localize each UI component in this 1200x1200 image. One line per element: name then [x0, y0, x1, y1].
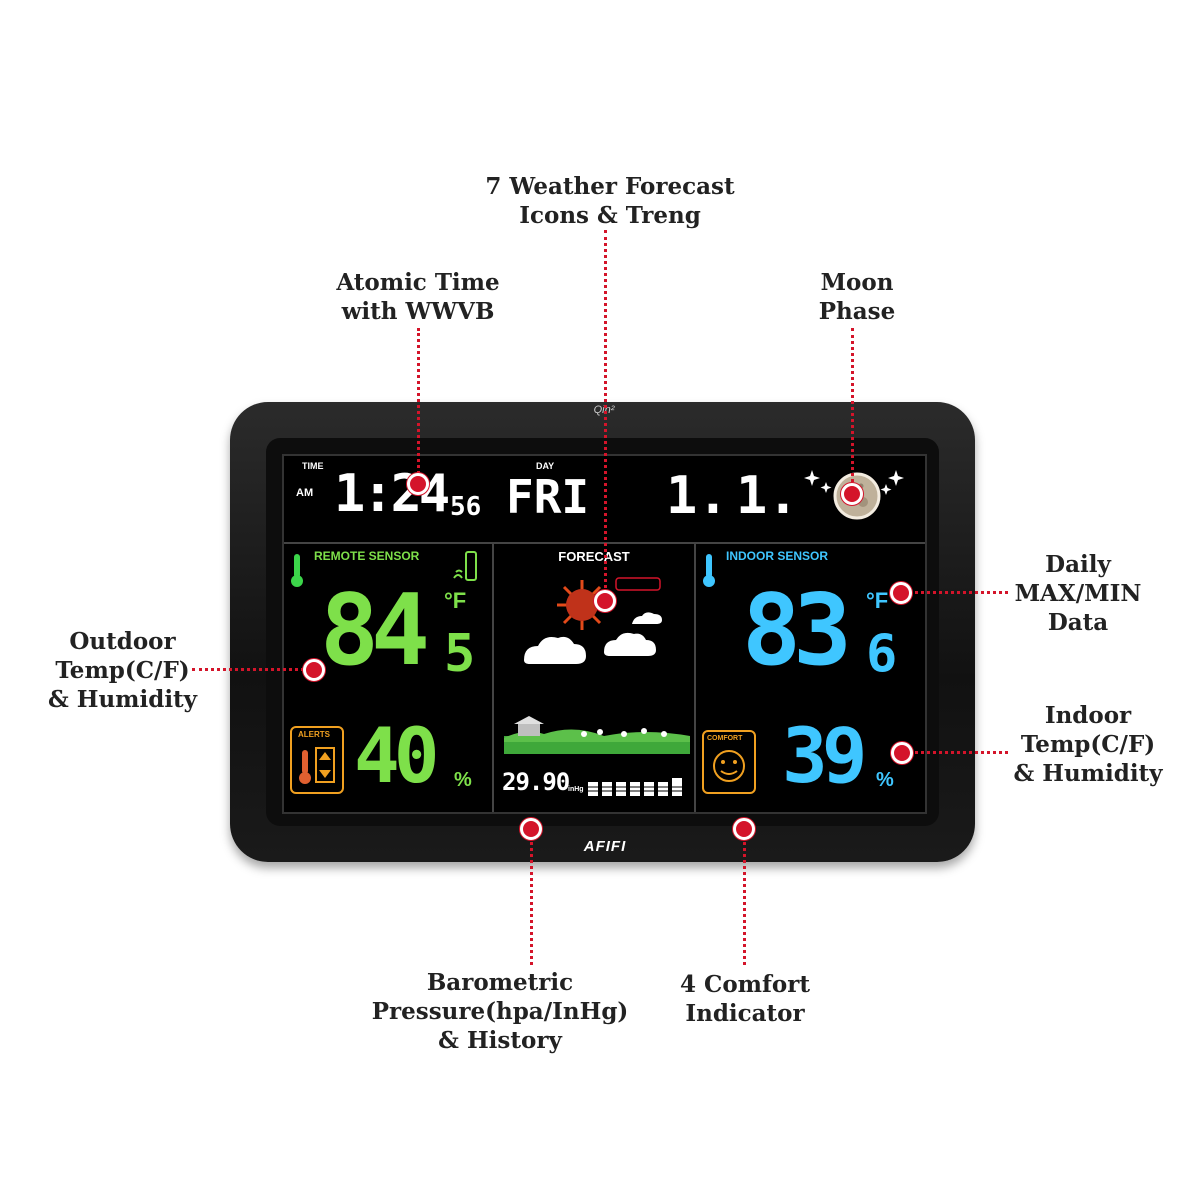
remote-humidity: 40 — [354, 711, 439, 800]
comfort-face-icon — [713, 750, 745, 782]
marker-comfort — [733, 818, 755, 840]
marker-outdoor — [303, 659, 325, 681]
leader-atomic-time — [417, 328, 420, 480]
remote-thermometer-icon — [291, 554, 303, 587]
callout-moon-line1: Moon — [820, 269, 894, 296]
leader-forecast — [604, 230, 607, 594]
leader-comfort — [743, 830, 746, 965]
indoor-sensor-label: INDOOR SENSOR — [726, 549, 829, 563]
pressure-history-bars — [586, 778, 686, 796]
marker-forecast — [594, 590, 616, 612]
pressure-unit: inHg — [568, 786, 584, 793]
date-month: 1. — [666, 466, 729, 526]
callout-comfort-line1: 4 Comfort — [680, 971, 810, 998]
callout-forecast-line2: Icons & Treng — [519, 202, 701, 229]
remote-temperature-unit: °F — [444, 588, 467, 613]
pressure-value: 29.90 — [502, 768, 570, 796]
remote-temperature: 84 — [320, 574, 430, 688]
marker-pressure — [520, 818, 542, 840]
comfort-label: COMFORT — [707, 735, 743, 742]
callout-atomic-time: Atomic Time with WWVB — [318, 268, 518, 326]
forecast-weather-icon — [524, 577, 662, 664]
callout-pressure-line2: Pressure(hpa/InHg) — [371, 998, 629, 1025]
time-label: TIME — [302, 461, 324, 471]
callout-maxmin-line2: MAX/MIN — [1014, 580, 1142, 607]
indoor-humidity: 39 — [782, 711, 867, 800]
leader-moon-phase — [851, 328, 854, 488]
comfort-indicator-box: COMFORT — [702, 730, 756, 794]
callout-forecast: 7 Weather Forecast Icons & Treng — [470, 172, 750, 230]
callout-pressure-line3: & History — [438, 1027, 562, 1054]
callout-daily-maxmin: Daily MAX/MIN Data — [1008, 550, 1148, 637]
clock-time: 1:24 — [334, 464, 450, 524]
marker-moon-phase — [841, 483, 863, 505]
ampm-indicator: AM — [296, 487, 314, 499]
leader-outdoor — [192, 668, 310, 671]
callout-atomic-line2: with WWVB — [341, 298, 495, 325]
day-of-week: FRI — [506, 470, 590, 524]
callout-forecast-line1: 7 Weather Forecast — [485, 173, 735, 200]
callout-comfort-line2: Indicator — [685, 1000, 805, 1027]
callout-maxmin-line1: Daily — [1045, 551, 1111, 578]
marker-daily-maxmin — [890, 582, 912, 604]
callout-outdoor-line3: & Humidity — [47, 686, 198, 713]
alert-thermometer-icon — [299, 747, 335, 784]
callout-moon-phase: Moon Phase — [797, 268, 917, 326]
forecast-label: FORECAST — [558, 549, 630, 564]
remote-humidity-unit: % — [454, 769, 472, 791]
lcd-screen: TIME AM 1:24 56 DAY FRI 1. 1. REMOT — [282, 454, 927, 814]
marker-atomic-time — [407, 473, 429, 495]
indoor-temperature: 83 — [742, 574, 852, 688]
callout-outdoor-line2: Temp(C/F) — [55, 657, 190, 684]
date-day: 1. — [736, 466, 799, 526]
indoor-temperature-decimal: 6 — [866, 624, 898, 684]
callout-indoor-line2: Temp(C/F) — [1020, 731, 1156, 758]
forecast-panel: FORECAST 29.90 inHg — [494, 542, 696, 812]
leader-pressure — [530, 830, 533, 965]
callout-indoor: Indoor Temp(C/F) & Humidity — [1008, 701, 1168, 788]
signal-battery-icon — [453, 551, 477, 581]
callout-outdoor-line1: Outdoor — [69, 628, 176, 655]
remote-alerts-box: ALERTS — [290, 726, 344, 794]
indoor-thermometer-icon — [703, 554, 715, 587]
marker-indoor — [891, 742, 913, 764]
indoor-sensor-panel: INDOOR SENSOR 83 6 °F COMFORT 39 % — [696, 542, 925, 812]
leader-indoor — [904, 751, 1008, 754]
forecast-landscape-icon — [504, 716, 690, 754]
callout-pressure-line1: Barometric — [426, 969, 574, 996]
remote-sensor-label: REMOTE SENSOR — [314, 549, 420, 563]
indoor-temperature-unit: °F — [866, 588, 889, 613]
weather-station-device: Qin² TIME AM 1:24 56 DAY FRI 1. 1. — [230, 402, 975, 862]
callout-atomic-line1: Atomic Time — [336, 269, 500, 296]
remote-sensor-panel: REMOTE SENSOR 84 5 °F ALERTS 40 % — [284, 542, 494, 812]
callout-maxmin-line3: Data — [1047, 609, 1109, 636]
leader-daily-maxmin — [904, 591, 1008, 594]
alerts-label: ALERTS — [298, 730, 330, 739]
callout-outdoor: Outdoor Temp(C/F) & Humidity — [40, 627, 205, 714]
day-label: DAY — [536, 461, 555, 471]
callout-moon-line2: Phase — [818, 298, 896, 325]
callout-indoor-line3: & Humidity — [1013, 760, 1163, 787]
indoor-humidity-unit: % — [876, 769, 894, 791]
callout-indoor-line1: Indoor — [1044, 702, 1132, 729]
callout-pressure: Barometric Pressure(hpa/InHg) & History — [370, 968, 630, 1055]
clock-seconds: 56 — [450, 492, 482, 522]
callout-comfort: 4 Comfort Indicator — [670, 970, 820, 1028]
remote-temperature-decimal: 5 — [444, 624, 476, 684]
brand-logo-bottom: AFIFI — [583, 838, 627, 855]
